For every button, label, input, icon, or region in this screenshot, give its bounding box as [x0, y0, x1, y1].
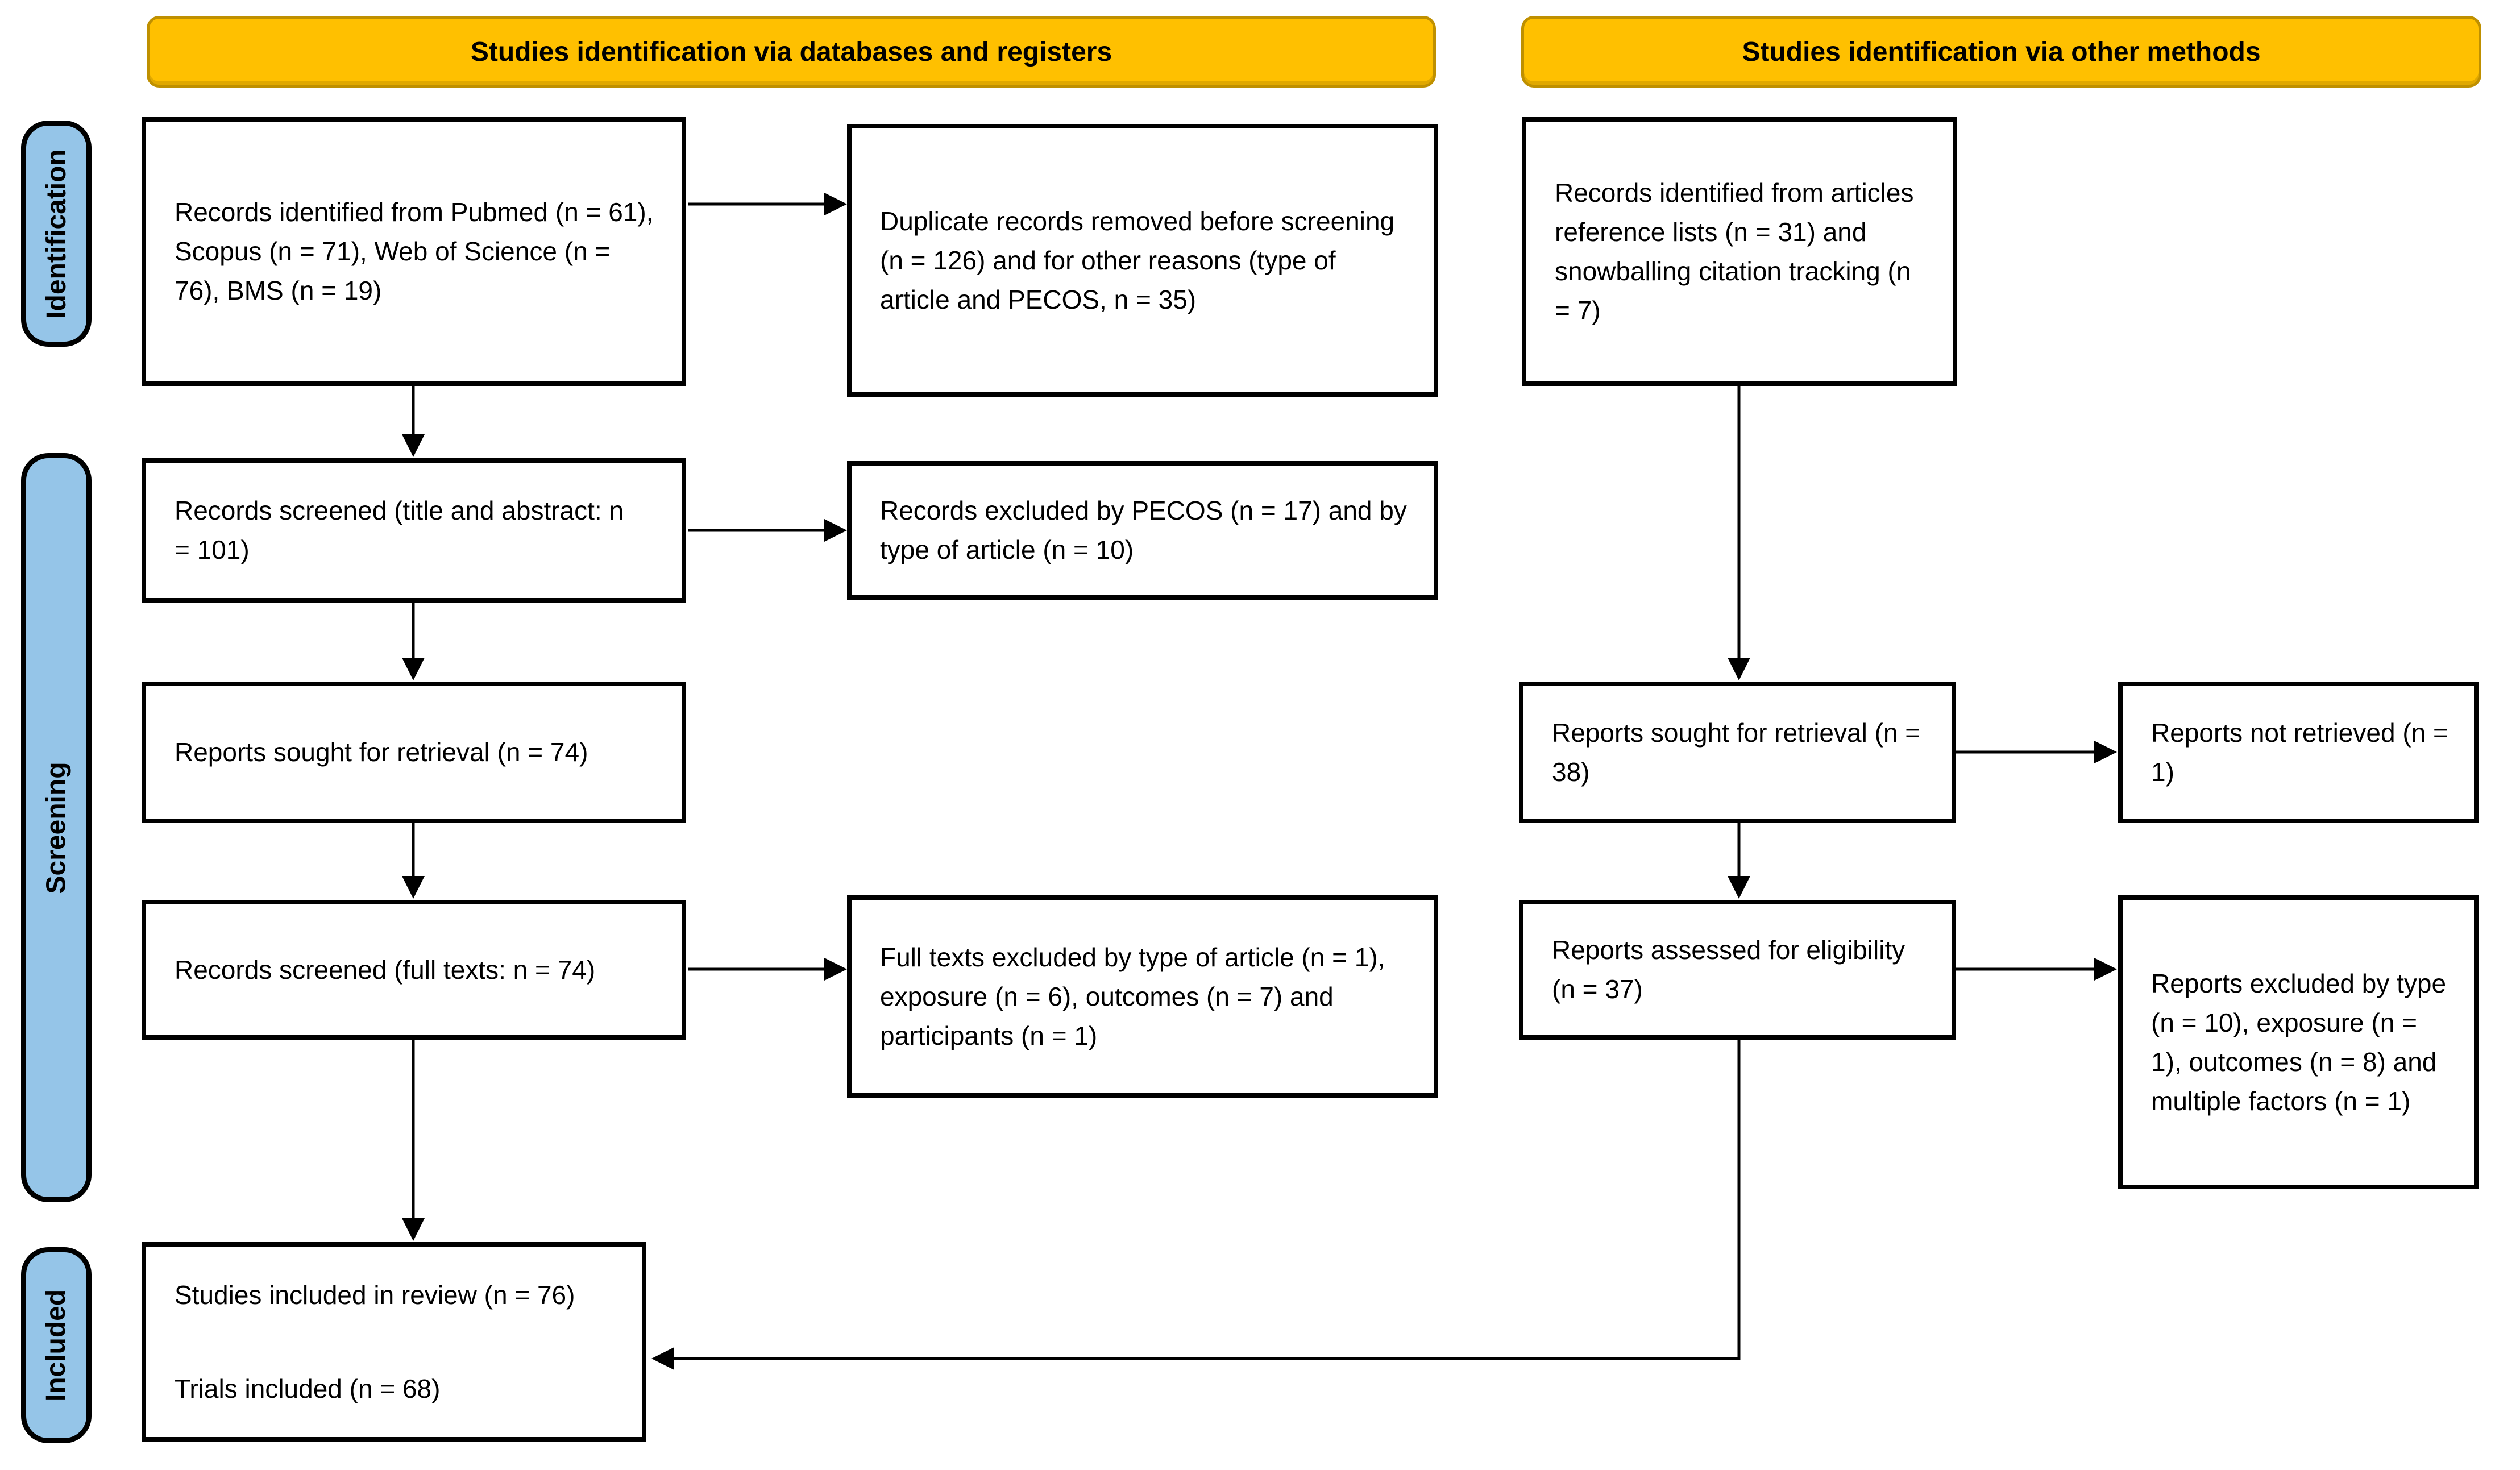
- banner-other-methods-label: Studies identification via other methods: [1742, 36, 2261, 67]
- stage-included: Included: [21, 1247, 92, 1443]
- box-records-identified-other: Records identified from articles referen…: [1522, 117, 1957, 386]
- banner-databases-registers-label: Studies identification via databases and…: [470, 36, 1112, 67]
- full-texts-excluded-text: Full texts excluded by type of article (…: [880, 942, 1385, 1050]
- stage-screening: Screening: [21, 453, 92, 1202]
- studies-included-review-text: Studies included in review (n = 76): [175, 1280, 575, 1310]
- stage-identification-label: Identification: [41, 148, 72, 319]
- reports-sought-38-text: Reports sought for retrieval (n = 38): [1552, 717, 1921, 787]
- banner-other-methods: Studies identification via other methods: [1521, 16, 2481, 88]
- box-duplicates-removed: Duplicate records removed before screeni…: [847, 124, 1438, 397]
- box-records-identified-databases: Records identified from Pubmed (n = 61),…: [142, 117, 686, 386]
- reports-excluded-type-text: Reports excluded by type (n = 10), expos…: [2151, 968, 2447, 1116]
- reports-not-retrieved-text: Reports not retrieved (n = 1): [2151, 717, 2448, 787]
- records-screened-title-abstract-text: Records screened (title and abstract: n …: [175, 496, 624, 564]
- stage-identification: Identification: [21, 121, 92, 347]
- records-identified-other-text: Records identified from articles referen…: [1555, 177, 1914, 325]
- records-excluded-pecos-text: Records excluded by PECOS (n = 17) and b…: [880, 496, 1407, 564]
- box-reports-assessed: Reports assessed for eligibility (n = 37…: [1519, 900, 1956, 1040]
- box-reports-sought-38: Reports sought for retrieval (n = 38): [1519, 682, 1956, 823]
- records-identified-databases-text: Records identified from Pubmed (n = 61),…: [175, 197, 654, 305]
- trials-included-text: Trials included (n = 68): [175, 1373, 441, 1403]
- stage-screening-label: Screening: [41, 761, 72, 894]
- box-studies-included: Studies included in review (n = 76) Tria…: [142, 1242, 646, 1442]
- banner-databases-registers: Studies identification via databases and…: [147, 16, 1436, 88]
- duplicates-removed-text: Duplicate records removed before screeni…: [880, 206, 1395, 314]
- box-reports-not-retrieved: Reports not retrieved (n = 1): [2118, 682, 2479, 823]
- box-records-screened-full-texts: Records screened (full texts: n = 74): [142, 900, 686, 1040]
- stage-included-label: Included: [41, 1289, 72, 1402]
- records-screened-full-texts-text: Records screened (full texts: n = 74): [175, 954, 596, 985]
- box-records-screened-title-abstract: Records screened (title and abstract: n …: [142, 458, 686, 603]
- reports-sought-74-text: Reports sought for retrieval (n = 74): [175, 737, 588, 767]
- reports-assessed-text: Reports assessed for eligibility (n = 37…: [1552, 935, 1905, 1004]
- box-reports-sought-74: Reports sought for retrieval (n = 74): [142, 682, 686, 823]
- box-reports-excluded-type: Reports excluded by type (n = 10), expos…: [2118, 895, 2479, 1189]
- box-records-excluded-pecos: Records excluded by PECOS (n = 17) and b…: [847, 461, 1438, 600]
- box-full-texts-excluded: Full texts excluded by type of article (…: [847, 895, 1438, 1098]
